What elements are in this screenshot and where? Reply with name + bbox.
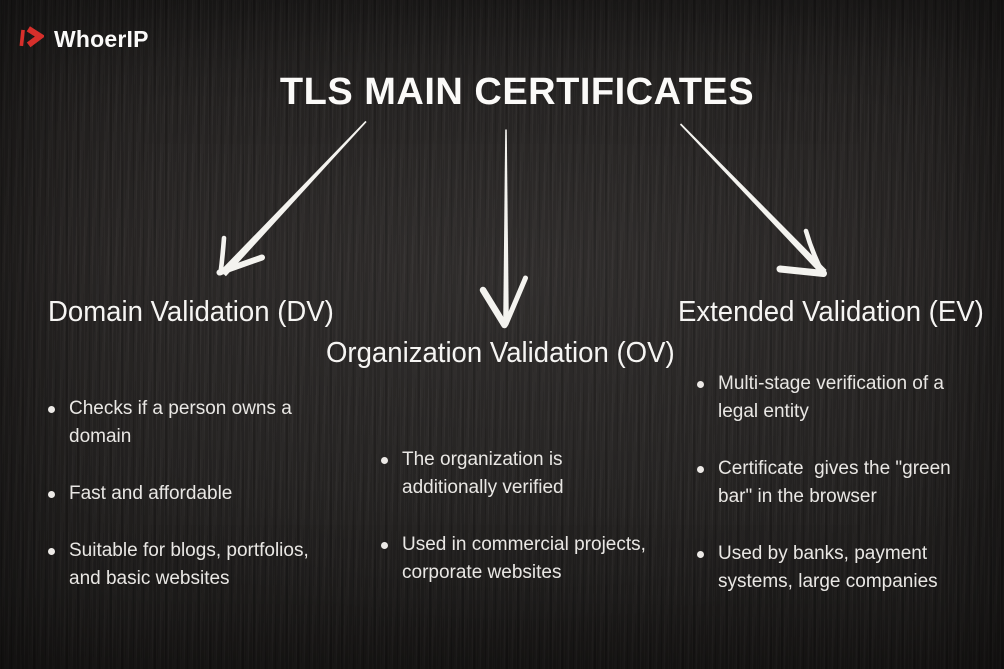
bullet-line: Used in commercial projects, — [402, 534, 646, 555]
list-item: Used in commercial projects, corporate w… — [381, 531, 691, 587]
down-right-arrow-icon — [679, 123, 827, 277]
bullet-line: additionally verified — [402, 477, 564, 498]
list-item: Certificate gives the "green bar" in the… — [697, 455, 1004, 511]
whoerip-play-icon — [18, 24, 46, 54]
bullet-dot-icon — [48, 406, 55, 413]
bullet-line: Certificate gives the "green — [718, 458, 951, 479]
down-arrow-icon — [479, 129, 528, 329]
bullet-dot-icon — [381, 457, 388, 464]
bullet-line: systems, large companies — [718, 571, 938, 592]
down-left-arrow-icon — [216, 120, 367, 277]
bullet-line: Suitable for blogs, portfolios, — [69, 540, 309, 561]
bullet-line: Used by banks, payment — [718, 543, 928, 564]
bullet-line: The organization is — [402, 449, 563, 470]
list-item: Checks if a person owns a domain — [48, 395, 358, 451]
list-item: Used by banks, payment systems, large co… — [697, 540, 1004, 596]
bullet-line: domain — [69, 426, 132, 447]
bullet-dot-icon — [697, 381, 704, 388]
ev-heading: Extended Validation (EV) — [678, 296, 984, 328]
list-item: Multi-stage verification of a legal enti… — [697, 370, 1004, 426]
bullet-dot-icon — [697, 466, 704, 473]
bullet-line: bar" in the browser — [718, 486, 877, 507]
bullet-dot-icon — [48, 548, 55, 555]
bullet-line: and basic websites — [69, 568, 230, 589]
page-title: TLS MAIN CERTIFICATES — [279, 71, 755, 113]
ov-bullet-list: The organization is additionally verifie… — [381, 446, 691, 616]
list-item: The organization is additionally verifie… — [381, 446, 691, 502]
bullet-dot-icon — [697, 551, 704, 558]
list-item: Fast and affordable — [48, 480, 358, 508]
brand-name: WhoerIP — [54, 25, 149, 52]
bullet-dot-icon — [381, 542, 388, 549]
ev-bullet-list: Multi-stage verification of a legal enti… — [697, 370, 1004, 625]
bullet-line: Checks if a person owns a — [69, 398, 292, 419]
dv-heading: Domain Validation (DV) — [48, 296, 334, 328]
bullet-line: corporate websites — [402, 562, 562, 583]
bullet-line: Fast and affordable — [69, 483, 233, 504]
whoerip-logo: WhoerIP — [18, 24, 149, 54]
dv-bullet-list: Checks if a person owns a domain Fast an… — [48, 395, 358, 622]
list-item: Suitable for blogs, portfolios, and basi… — [48, 537, 358, 593]
ov-heading: Organization Validation (OV) — [326, 337, 675, 369]
bullet-dot-icon — [48, 491, 55, 498]
bullet-line: Multi-stage verification of a — [718, 373, 944, 394]
bullet-line: legal entity — [718, 401, 809, 422]
